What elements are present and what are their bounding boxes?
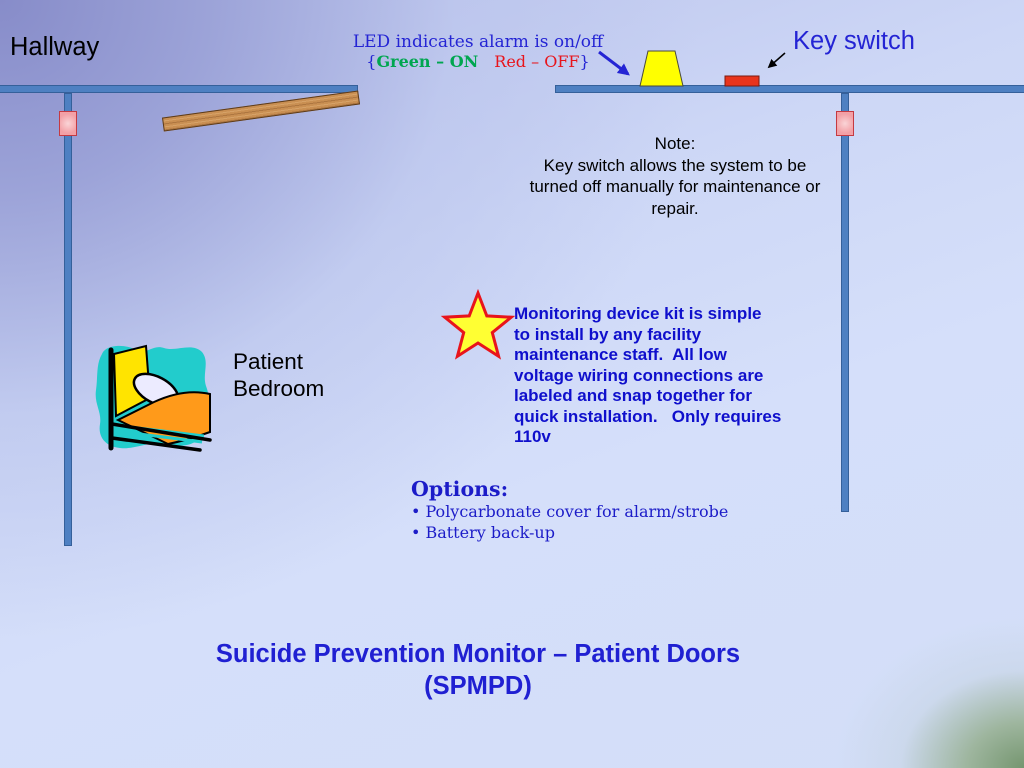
door-sensor-icon xyxy=(836,111,854,136)
slide-title: Suicide Prevention Monitor – Patient Doo… xyxy=(162,638,794,702)
options-heading: Options: xyxy=(411,477,509,501)
options-list: Options: •Polycarbonate cover for alarm/… xyxy=(411,478,728,543)
kit-description-line: Monitoring device kit is simple xyxy=(514,304,762,323)
bed-clipart-icon xyxy=(95,344,212,452)
led-callout-text: LED indicates alarm is on/off xyxy=(352,32,604,52)
hallway-wall-left xyxy=(0,85,358,93)
slide-title-line: Suicide Prevention Monitor – Patient Doo… xyxy=(215,639,741,668)
slide-title-line: (SPMPD) xyxy=(424,671,532,700)
star-icon xyxy=(440,288,516,360)
note-heading: Note: xyxy=(654,134,696,153)
brace-open: { xyxy=(366,52,377,71)
led-off-label: Red – OFF xyxy=(494,52,580,71)
door-sensor-icon xyxy=(59,111,77,136)
kit-description-line: maintenance staff. All low xyxy=(514,345,727,364)
note-line: repair. xyxy=(651,198,699,218)
bullet: • xyxy=(411,502,421,521)
room-wall-left xyxy=(64,93,72,546)
kit-description: Monitoring device kit is simple to insta… xyxy=(514,304,781,448)
kit-description-line: labeled and snap together for xyxy=(514,386,753,405)
brace-close: } xyxy=(579,52,590,71)
key-switch-label: Key switch xyxy=(793,27,915,55)
options-item: •Battery back-up xyxy=(411,522,728,543)
bed-blanket xyxy=(115,391,211,446)
open-door xyxy=(161,89,360,132)
room-wall-right xyxy=(841,93,849,512)
note-line: turned off manually for maintenance or xyxy=(529,177,821,196)
key-switch-arrow-icon xyxy=(767,52,786,69)
options-item-text: Battery back-up xyxy=(425,523,555,542)
bullet: • xyxy=(411,523,421,542)
key-switch-note: Note: Key switch allows the system to be… xyxy=(515,133,835,219)
note-line: Key switch allows the system to be xyxy=(543,155,807,175)
options-item-text: Polycarbonate cover for alarm/strobe xyxy=(425,502,729,521)
kit-description-line: to install by any facility xyxy=(514,324,702,344)
kit-description-line: voltage wiring connections are xyxy=(514,365,764,385)
hallway-wall-right xyxy=(555,85,1024,93)
room-label-line: Bedroom xyxy=(233,376,325,401)
room-label: Patient Bedroom xyxy=(233,348,324,402)
bed-frame-rails xyxy=(110,422,212,452)
hallway-label: Hallway xyxy=(10,33,100,61)
led-callout: LED indicates alarm is on/off {Green – O… xyxy=(300,32,656,72)
kit-description-line: quick installation. Only requires xyxy=(514,406,782,426)
options-item: •Polycarbonate cover for alarm/strobe xyxy=(411,501,728,522)
kit-description-line: 110v xyxy=(514,427,551,446)
room-label-line: Patient xyxy=(233,349,304,374)
led-callout-legend: {Green – ON Red – OFF} xyxy=(300,52,656,72)
led-on-label: Green – ON xyxy=(376,52,479,71)
